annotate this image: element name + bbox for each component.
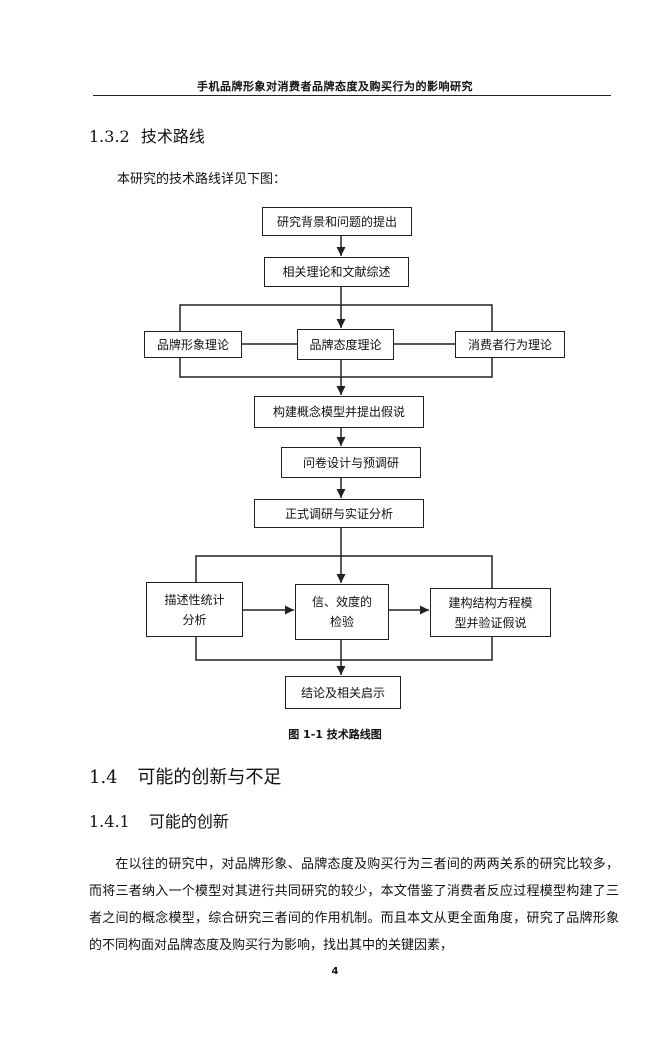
header-rule bbox=[93, 95, 611, 96]
section-number: 1.4.1 bbox=[89, 812, 130, 831]
flow-node-questionnaire: 问卷设计与预调研 bbox=[281, 447, 421, 478]
flow-node-model: 构建概念模型并提出假说 bbox=[254, 396, 424, 428]
section-number: 1.3.2 bbox=[89, 127, 130, 146]
section-number: 1.4 bbox=[89, 767, 118, 788]
section-title: 可能的创新 bbox=[148, 812, 229, 831]
section-1-3-2-heading: 1.3.2 技术路线 bbox=[89, 123, 205, 147]
section-1-4-1-heading: 1.4.1 可能的创新 bbox=[89, 808, 229, 832]
flow-node-conclusion: 结论及相关启示 bbox=[285, 676, 401, 709]
flowchart-intro: 本研究的技术路线详见下图： bbox=[117, 172, 287, 187]
body-paragraph: 在以往的研究中，对品牌形象、品牌态度及购买行为三者间的两两关系的研究比较多，而将… bbox=[89, 851, 619, 959]
flow-node-brand-attitude-theory: 品牌态度理论 bbox=[297, 329, 394, 360]
section-1-4-heading: 1.4 可能的创新与不足 bbox=[89, 763, 281, 789]
flow-node-background: 研究背景和问题的提出 bbox=[262, 207, 412, 236]
flow-node-consumer-behavior-theory: 消费者行为理论 bbox=[455, 331, 565, 358]
flow-node-literature: 相关理论和文献综述 bbox=[264, 257, 409, 287]
section-title: 可能的创新与不足 bbox=[137, 767, 282, 788]
page-number: 4 bbox=[331, 966, 339, 977]
flowchart-connectors bbox=[179, 236, 493, 675]
flow-node-descriptive-stats: 描述性统计 分析 bbox=[146, 582, 243, 637]
flow-node-reliability-validity: 信、效度的 检验 bbox=[295, 584, 389, 640]
flow-node-formal-survey: 正式调研与实证分析 bbox=[254, 499, 424, 528]
paragraph-text: 在以往的研究中，对品牌形象、品牌态度及购买行为三者间的两两关系的研究比较多，而将… bbox=[89, 857, 619, 953]
figure-caption: 图 1-1 技术路线图 bbox=[288, 728, 382, 741]
flow-node-brand-image-theory: 品牌形象理论 bbox=[144, 331, 242, 358]
running-header: 手机品牌形象对消费者品牌态度及购买行为的影响研究 bbox=[197, 80, 473, 93]
flow-node-sem: 建构结构方程模 型并验证假说 bbox=[430, 588, 551, 637]
section-title: 技术路线 bbox=[140, 127, 205, 146]
